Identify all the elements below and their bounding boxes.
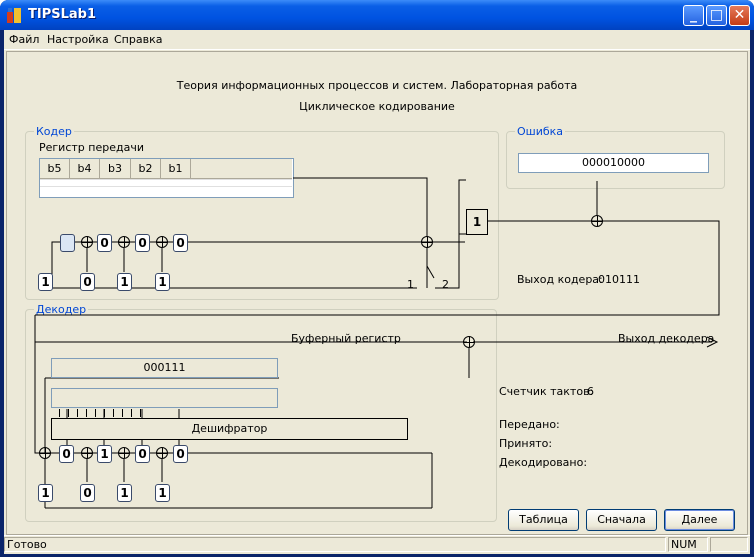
col-header-b1: b1: [161, 159, 191, 179]
coder-output-label: Выход кодера:: [517, 273, 603, 286]
received-label: Принято:: [499, 437, 553, 450]
status-text: Готово: [4, 537, 666, 552]
coder-cell-4: 0: [173, 234, 188, 252]
switch-pos1-label: 1: [407, 278, 414, 291]
coder-coef-2: 0: [80, 273, 95, 291]
decipher-inputs: [59, 409, 141, 417]
transfer-register-grid[interactable]: b5 b4 b3 b2 b1: [39, 158, 294, 198]
coder-coef-4: 1: [155, 273, 170, 291]
app-icon: [7, 8, 21, 23]
table-button[interactable]: Таблица: [508, 509, 579, 531]
menu-file[interactable]: Файл: [9, 33, 40, 46]
minimize-button[interactable]: _: [683, 5, 704, 26]
decoder-output-xor-icon: [463, 336, 475, 348]
decoder-xor-icon: [156, 447, 168, 459]
decoder-cell-4: 0: [173, 445, 188, 463]
clock-counter-label: Счетчик тактов:: [499, 385, 594, 398]
coder-feedback-xor-icon: [421, 236, 433, 248]
window-title: TIPSLab1: [28, 7, 97, 22]
header-line2: Циклическое кодирование: [299, 100, 455, 113]
error-xor-icon: [591, 215, 603, 227]
coder-xor-icon: [156, 236, 168, 248]
coder-cell-3: 0: [135, 234, 150, 252]
decoded-label: Декодировано:: [499, 456, 588, 469]
status-num: NUM: [668, 537, 708, 552]
decoder-coef-1: 1: [38, 484, 53, 502]
decoder-xor-icon: [118, 447, 130, 459]
decoder-cell-1: 0: [59, 445, 74, 463]
decoder-group: Декодер: [25, 303, 497, 522]
error-group: Ошибка: [506, 125, 725, 189]
coder-xor-icon: [118, 236, 130, 248]
menu-bar: Файл Настройка Справка: [4, 30, 750, 50]
error-vector-field[interactable]: 000010000: [518, 153, 709, 173]
decoder-output-label: Выход декодера: [618, 332, 715, 345]
client-area: Файл Настройка Справка Теория информацио…: [4, 30, 750, 554]
next-button[interactable]: Далее: [664, 509, 735, 531]
col-header-filler: [191, 159, 292, 179]
coder-cell-2: 0: [97, 234, 112, 252]
start-over-button[interactable]: Сначала: [586, 509, 657, 531]
col-header-b2: b2: [131, 159, 161, 179]
coder-output-value: 010111: [598, 273, 640, 286]
coder-coef-3: 1: [117, 273, 132, 291]
decoder-coef-4: 1: [155, 484, 170, 502]
title-bar[interactable]: TIPSLab1 _ □ ✕: [0, 0, 754, 30]
coder-cell-1: [60, 234, 75, 252]
sent-label: Передано:: [499, 418, 560, 431]
decipher-block: Дешифратор: [51, 418, 408, 440]
coder-coef-1: 1: [38, 273, 53, 291]
error-title: Ошибка: [515, 125, 566, 138]
buffer-register-2: [51, 388, 278, 408]
close-button[interactable]: ✕: [729, 5, 750, 26]
buffer-register-label: Буферный регистр: [291, 332, 401, 345]
register-label: Регистр передачи: [39, 141, 144, 154]
switch-pos2-label: 2: [442, 278, 449, 291]
decoder-title: Декодер: [34, 303, 89, 316]
maximize-button[interactable]: □: [706, 5, 727, 26]
menu-help[interactable]: Справка: [114, 33, 163, 46]
decoder-coef-2: 0: [80, 484, 95, 502]
col-header-b3: b3: [100, 159, 131, 179]
circuit-wires: [34, 177, 720, 509]
status-panel-empty: [710, 537, 748, 552]
status-bar: Готово NUM: [4, 535, 750, 554]
col-header-b5: b5: [40, 159, 70, 179]
coder-group: Кодер: [25, 125, 499, 300]
buffer-register: 000111: [51, 358, 278, 378]
coder-xor-icon: [81, 236, 93, 248]
decoder-xor-icon: [39, 447, 51, 459]
col-header-b4: b4: [70, 159, 100, 179]
decoder-cell-2: 1: [97, 445, 112, 463]
decoder-cell-3: 0: [135, 445, 150, 463]
or-gate: 1: [466, 209, 488, 235]
clock-counter-value: 6: [587, 385, 594, 398]
decoder-coef-3: 1: [117, 484, 132, 502]
coder-title: Кодер: [34, 125, 74, 138]
main-panel: Теория информационных процессов и систем…: [6, 51, 748, 535]
header-line1: Теория информационных процессов и систем…: [176, 79, 578, 92]
decoder-xor-icon: [81, 447, 93, 459]
menu-settings[interactable]: Настройка: [47, 33, 109, 46]
